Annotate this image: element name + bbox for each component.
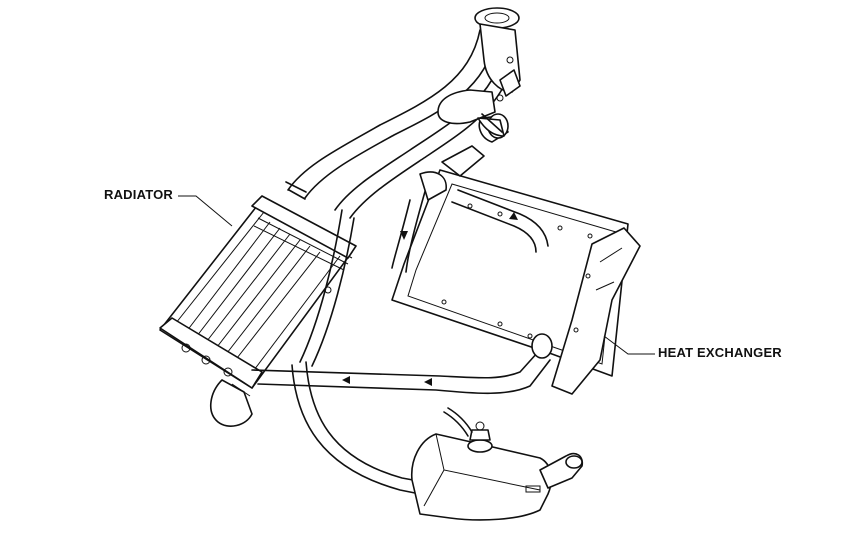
return-hose bbox=[477, 113, 505, 137]
radiator-leader-line bbox=[178, 195, 233, 227]
tank-hose bbox=[291, 209, 425, 495]
radiator-label: RADIATOR bbox=[104, 187, 174, 202]
radiator-outlet-elbow bbox=[210, 379, 253, 427]
expansion-tank bbox=[411, 407, 584, 521]
heat-exchanger-label: HEAT EXCHANGER bbox=[658, 345, 782, 360]
heat-exchanger-leader-line bbox=[603, 335, 655, 355]
radiator-core bbox=[159, 195, 357, 389]
heat-exchanger bbox=[391, 145, 641, 395]
lower-hose bbox=[251, 351, 551, 395]
